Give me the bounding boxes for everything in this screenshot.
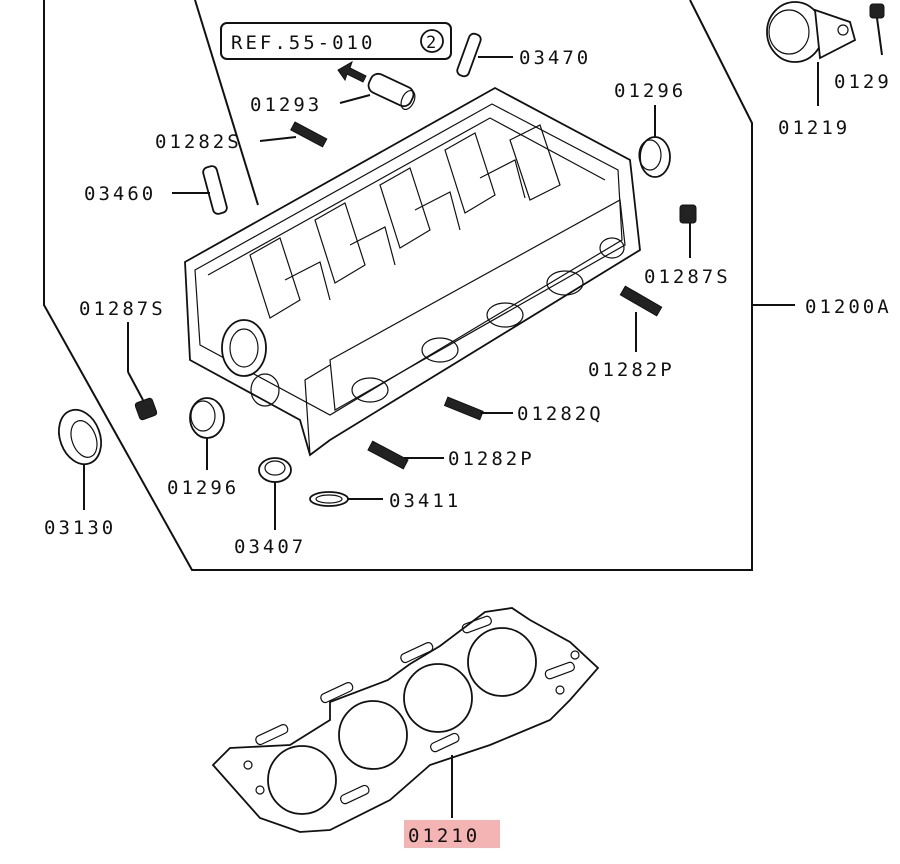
assembly-boundary	[43, 0, 753, 571]
part-01287s-right-plug[interactable]	[679, 204, 697, 224]
label-03470[interactable]: 03470	[519, 47, 591, 69]
label-01219[interactable]: 01219	[778, 117, 850, 139]
leader-01293	[339, 94, 371, 104]
part-01282p-lower-stud[interactable]	[367, 440, 409, 470]
label-01282q[interactable]: 01282Q	[517, 403, 604, 425]
part-03460-pin[interactable]	[202, 165, 228, 215]
part-03130-seal[interactable]	[52, 404, 109, 470]
part-01210-head-gasket[interactable]	[211, 607, 600, 833]
ref-circle	[420, 29, 444, 53]
part-03407-seal[interactable]	[258, 457, 292, 483]
part-01282q-stud[interactable]	[443, 396, 484, 421]
label-01287s-right[interactable]: 01287S	[644, 266, 731, 288]
label-01296-top[interactable]: 01296	[614, 80, 686, 102]
label-01200[interactable]: 01200A	[805, 296, 892, 318]
label-03407[interactable]: 03407	[234, 536, 306, 558]
arrow-icon	[337, 60, 367, 83]
part-01296-bottom-plug[interactable]	[189, 397, 225, 439]
part-01293-lifter[interactable]	[366, 71, 418, 111]
label-01296-bottom[interactable]: 01296	[167, 477, 239, 499]
leader-01287s-left-b	[127, 371, 144, 401]
label-0129x[interactable]: 0129	[834, 71, 892, 93]
label-01282p-upper[interactable]: 01282P	[588, 359, 675, 381]
label-01293[interactable]: 01293	[250, 94, 322, 116]
cylinder-head	[184, 86, 641, 457]
label-01282p-lower[interactable]: 01282P	[448, 448, 535, 470]
part-03470-pin[interactable]	[456, 32, 482, 78]
part-03411-gasket[interactable]	[309, 491, 349, 507]
label-03130[interactable]: 03130	[44, 517, 116, 539]
label-01287s-left[interactable]: 01287S	[79, 298, 166, 320]
part-0129x-bolt[interactable]	[869, 3, 885, 56]
highlight-01210	[404, 820, 500, 848]
label-03411[interactable]: 03411	[389, 490, 461, 512]
part-01219-housing[interactable]	[766, 1, 857, 63]
ref-label: REF.55-010	[231, 32, 375, 54]
label-03460[interactable]: 03460	[84, 183, 156, 205]
assembly-boundary-top-left	[194, 0, 259, 206]
label-01282s[interactable]: 01282S	[155, 131, 242, 153]
ref-box[interactable]: REF.55-010 2	[220, 22, 452, 60]
part-01296-top-plug[interactable]	[638, 136, 671, 178]
leader-01282s	[259, 136, 297, 142]
part-01282s-stud[interactable]	[290, 121, 328, 148]
part-01282p-upper-stud[interactable]	[619, 285, 663, 317]
label-01210[interactable]: 01210	[408, 825, 480, 847]
part-01287s-left-plug[interactable]	[134, 397, 158, 421]
ref-circle-number: 2	[426, 33, 436, 53]
